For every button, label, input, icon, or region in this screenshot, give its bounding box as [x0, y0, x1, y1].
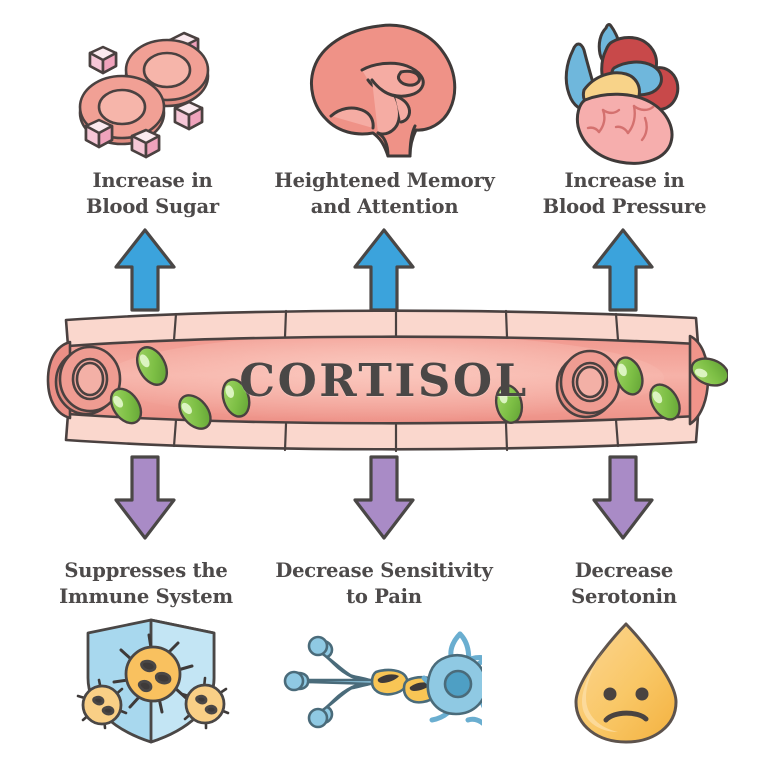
arrow-up-icon: [112, 226, 178, 314]
shield-with-germs-icon: [58, 616, 244, 746]
heightened-memory-label: Heightened Memory and Attention: [262, 168, 507, 219]
red-blood-cells-with-sugar-cubes-icon: [62, 18, 242, 166]
suppresses-immune-system-label: Suppresses the Immune System: [22, 558, 270, 609]
arrow-down-icon: [351, 452, 417, 542]
label-line-1: Increase in: [92, 169, 213, 192]
label-line-2: Blood Pressure: [542, 194, 707, 218]
increase-blood-sugar-label: Increase in Blood Sugar: [30, 168, 275, 219]
increase-blood-pressure-label: Increase in Blood Pressure: [502, 168, 747, 219]
arrow-up-icon: [590, 226, 656, 314]
decrease-serotonin-label: Decrease Serotonin: [500, 558, 748, 609]
blood-vessel-graphic: CORTISOL: [40, 306, 730, 454]
label-line-2: Blood Sugar: [86, 194, 219, 218]
sad-face-droplet-icon: [560, 618, 692, 748]
label-line-1: Heightened Memory: [274, 169, 495, 192]
label-line-2: and Attention: [310, 194, 459, 218]
arrow-up-icon: [351, 226, 417, 314]
label-line-2: Immune System: [59, 584, 233, 608]
decrease-sensitivity-to-pain-label: Decrease Sensitivity to Pain: [260, 558, 508, 609]
brain-icon: [300, 20, 466, 166]
arrow-down-icon: [590, 452, 656, 542]
label-line-1: Decrease: [574, 559, 674, 582]
label-line-1: Increase in: [564, 169, 685, 192]
label-line-2: Serotonin: [571, 584, 677, 608]
neuron-icon: [278, 622, 507, 746]
label-line-1: Suppresses the: [64, 559, 228, 582]
heart-icon: [540, 14, 710, 168]
label-line-2: to Pain: [346, 584, 422, 608]
arrow-down-icon: [112, 452, 178, 542]
label-line-1: Decrease Sensitivity: [275, 559, 493, 582]
